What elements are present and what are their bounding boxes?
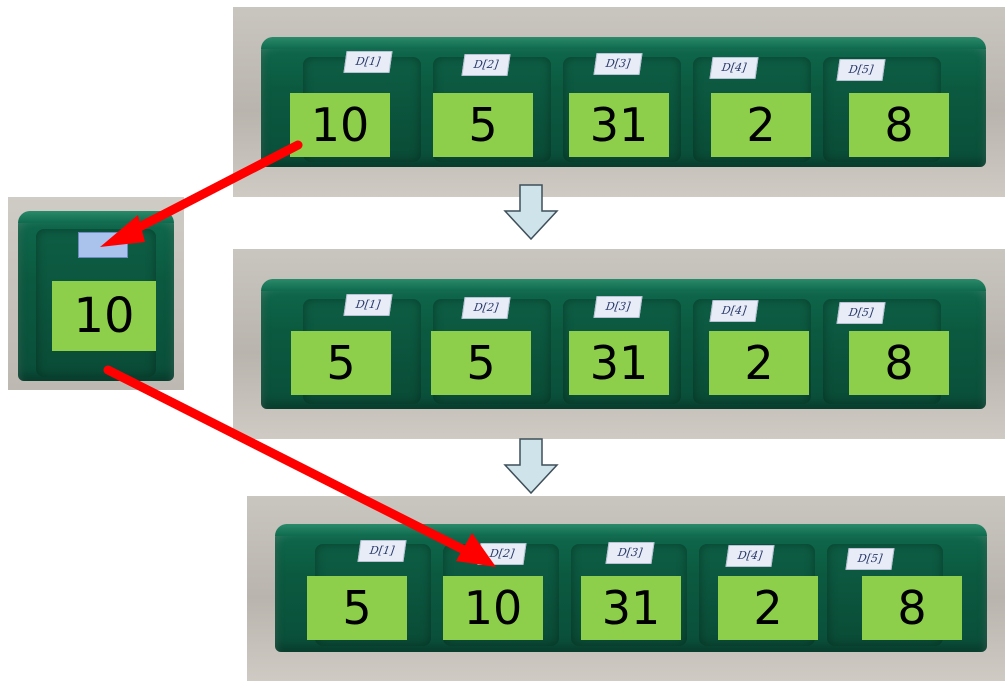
index-label-d3: D[3] [593, 53, 643, 75]
array-value-box: 8 [849, 331, 949, 395]
array-value-box: 5 [307, 576, 407, 640]
tray-rim [275, 524, 987, 536]
tray-rim [18, 211, 174, 223]
down-arrow-icon [503, 438, 559, 495]
array-value-box: 2 [709, 331, 809, 395]
array-value-box: 8 [862, 576, 962, 640]
array-value-box: 5 [291, 331, 391, 395]
tray-rim [261, 37, 986, 49]
temp-label-tag [78, 232, 128, 258]
index-label-d5: D[5] [845, 548, 895, 570]
index-label-d2: D[2] [461, 54, 511, 76]
down-arrow-icon [503, 184, 559, 241]
index-label-d4: D[4] [725, 545, 775, 567]
array-value-box: 10 [443, 576, 543, 640]
index-label-d5: D[5] [836, 302, 886, 324]
index-label-d1: D[1] [357, 540, 407, 562]
array-value-box: 2 [711, 93, 811, 157]
temp-value-box: 10 [52, 281, 156, 351]
tray-rim [261, 279, 986, 291]
array-value-box: 5 [433, 93, 533, 157]
index-label-d2: D[2] [461, 297, 511, 319]
index-label-d3: D[3] [593, 296, 643, 318]
index-label-d4: D[4] [709, 57, 759, 79]
array-value-box: 5 [431, 331, 531, 395]
array-value-box: 2 [718, 576, 818, 640]
array-value-box: 31 [569, 331, 669, 395]
index-label-d1: D[1] [343, 294, 393, 316]
index-label-d4: D[4] [709, 300, 759, 322]
array-value-box: 31 [569, 93, 669, 157]
array-value-box: 8 [849, 93, 949, 157]
index-label-d3: D[3] [605, 542, 655, 564]
index-label-d1: D[1] [343, 51, 393, 73]
array-value-box: 31 [581, 576, 681, 640]
array-value-box: 10 [290, 93, 390, 157]
index-label-d5: D[5] [836, 59, 886, 81]
index-label-d2: D[2] [477, 543, 527, 565]
